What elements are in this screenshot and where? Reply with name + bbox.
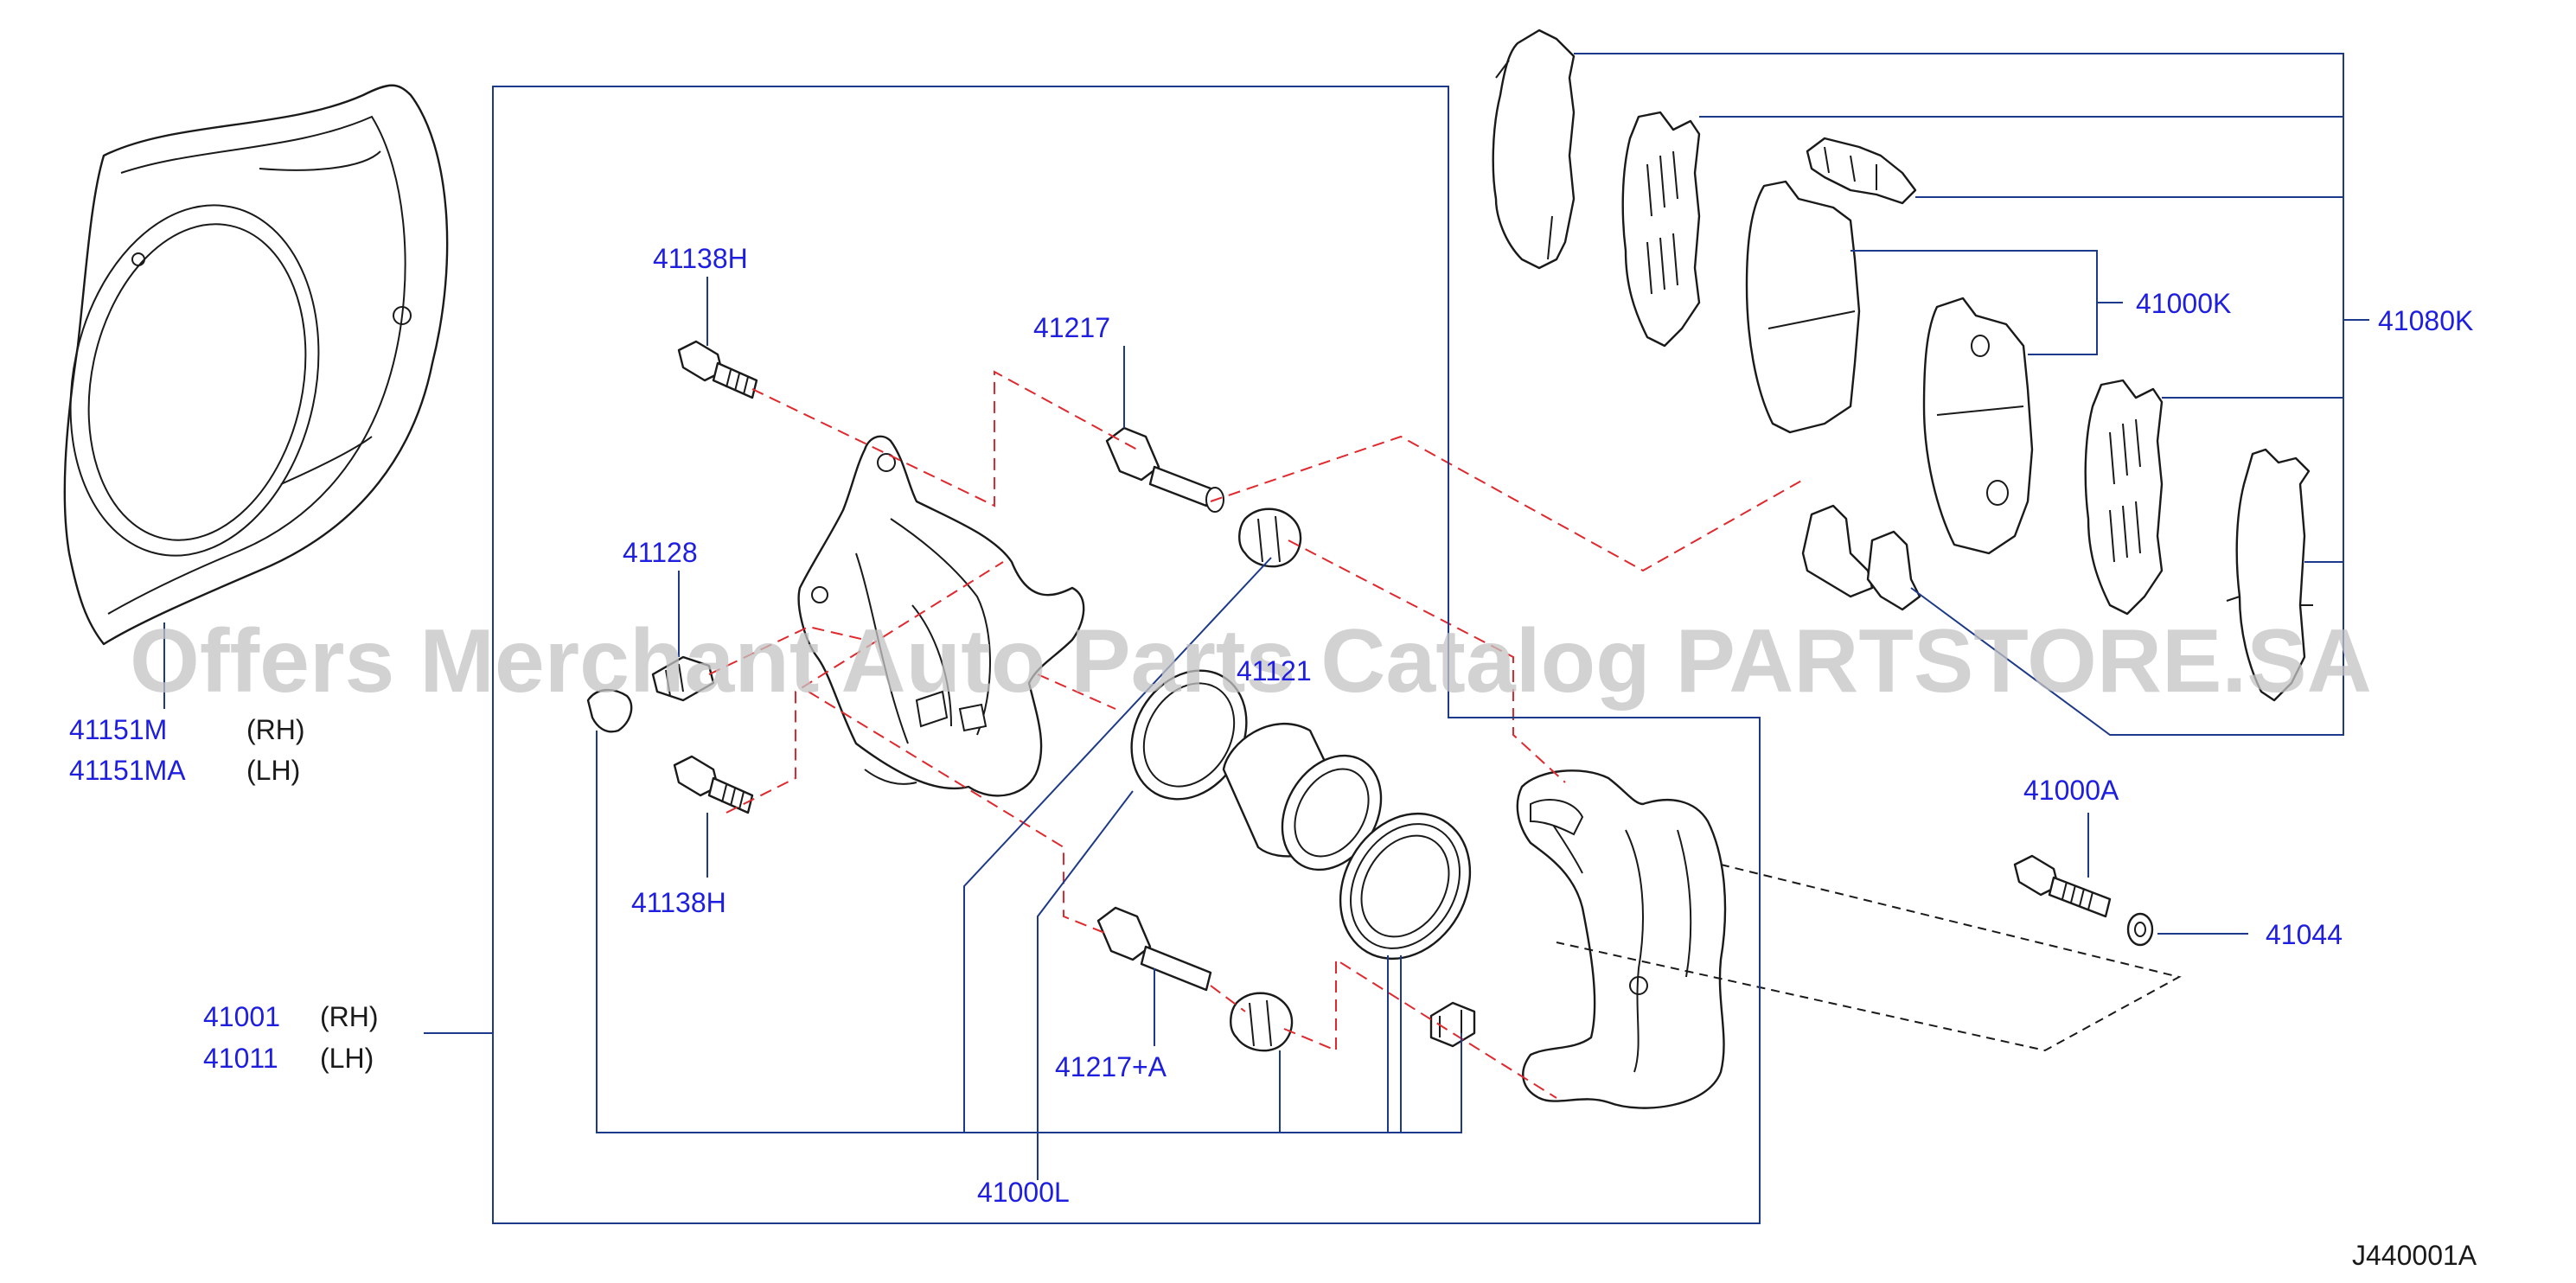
washer-41044-part[interactable] [2126,912,2154,947]
label-41151m[interactable]: 41151M [69,714,167,745]
label-41044[interactable]: 41044 [2266,919,2343,950]
diagram-code: J440001A [2352,1240,2477,1271]
piston-seal-41121-part[interactable] [1109,649,1269,820]
label-41121[interactable]: 41121 [1237,655,1312,686]
bleeder-screw-41128-part[interactable] [586,655,715,733]
small-cap-part[interactable] [1429,1001,1476,1048]
watermark-text: Offers Merchant Auto Parts Catalog PARTS… [130,611,2372,712]
pad-clip-bottom-part[interactable] [1801,504,1921,611]
brake-pad-1-part[interactable] [1745,180,1861,434]
label-41138h-top[interactable]: 41138H [653,243,748,274]
label-41001[interactable]: 41001 [203,1001,280,1032]
label-41151ma[interactable]: 41151MA [69,755,186,786]
bolt-41138h-top-part[interactable] [677,340,758,399]
dust-shield-part[interactable] [39,84,449,646]
label-41151ma-side: (LH) [246,755,300,786]
label-41011-side: (LH) [320,1043,374,1074]
bolt-41000a-part[interactable] [2013,854,2112,918]
shim-plate-3-part[interactable] [2084,379,2164,616]
piston-part[interactable] [1222,722,1401,887]
guide-pin-41217a-part[interactable] [1096,906,1212,992]
pad-clip-top-part[interactable] [1806,137,1917,205]
leader-lines [163,53,2369,1224]
brake-pad-2-part[interactable] [1922,297,2034,555]
label-41000l[interactable]: 41000L [977,1177,1070,1208]
bolt-41138h-bottom-part[interactable] [673,755,754,814]
label-41217[interactable]: 41217 [1033,312,1110,343]
label-41151m-side: (RH) [246,714,305,745]
torque-member-bracket-part[interactable] [1516,769,1727,1109]
shim-plate-2-part[interactable] [1621,111,1701,348]
label-41138h-bottom[interactable]: 41138H [631,887,726,918]
label-41011[interactable]: 41011 [203,1043,278,1074]
label-41000k[interactable]: 41000K [2136,288,2231,319]
guide-pin-41217-part[interactable] [1105,426,1224,513]
label-41128[interactable]: 41128 [623,537,698,568]
bracket-bolt-dash-line [1556,864,2182,1052]
shim-plate-4-part[interactable] [2226,448,2313,702]
pin-boot-top-part[interactable] [1238,507,1302,568]
label-41217a[interactable]: 41217+A [1055,1051,1167,1082]
piston-dust-boot-part[interactable] [1314,790,1495,982]
shim-plate-1-part[interactable] [1492,29,1576,270]
pin-boot-bottom-part[interactable] [1230,992,1294,1052]
caliper-body-part[interactable] [797,435,1085,797]
label-41000a[interactable]: 41000A [2023,775,2119,806]
label-41001-side: (RH) [320,1001,379,1032]
label-41080k[interactable]: 41080K [2378,305,2473,336]
